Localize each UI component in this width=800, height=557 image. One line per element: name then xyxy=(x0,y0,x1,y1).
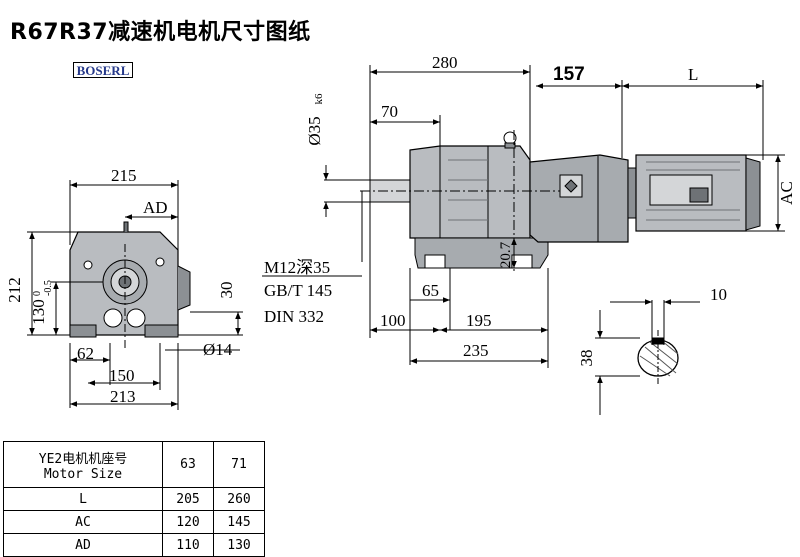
dim-157: 157 xyxy=(553,64,585,85)
header-en: Motor Size xyxy=(43,466,123,482)
motor-size-table: YE2电机机座号 Motor Size 63 71 L 205 260 AC 1… xyxy=(3,441,265,557)
note-gbt145: GB/T 145 xyxy=(264,281,332,300)
dim-130-tol-lower: -0.5 xyxy=(43,280,54,296)
row-label: AC xyxy=(3,510,163,534)
dim-150: 150 xyxy=(109,366,135,385)
dim-100: 100 xyxy=(380,311,406,330)
dim-d14: Ø14 xyxy=(203,340,233,359)
technical-drawing: 215 AD 212 130 0 -0.5 30 Ø14 62 150 213 xyxy=(5,53,796,415)
dim-ad-front: AD xyxy=(143,198,168,217)
dim-k6: k6 xyxy=(313,93,325,105)
dim-130-tol-upper: 0 xyxy=(32,291,43,296)
size-71: 71 xyxy=(213,441,265,488)
row-value: 205 xyxy=(162,487,214,511)
front-view xyxy=(27,180,243,410)
table-row: AC 120 145 xyxy=(3,510,265,534)
table-header-cell: YE2电机机座号 Motor Size xyxy=(3,441,163,488)
dim-70: 70 xyxy=(381,102,398,121)
row-value: 110 xyxy=(162,533,214,557)
row-value: 260 xyxy=(213,487,265,511)
drawing-title: R67R37减速机电机尺寸图纸 xyxy=(10,20,311,45)
row-value: 145 xyxy=(213,510,265,534)
note-m12: M12深35 xyxy=(264,258,330,277)
brand-logo: BOSERL xyxy=(73,62,133,78)
dim-38: 38 xyxy=(577,350,596,367)
dim-d35: Ø35 xyxy=(305,116,324,145)
dim-215: 215 xyxy=(111,166,137,185)
row-value: 130 xyxy=(213,533,265,557)
row-label: L xyxy=(3,487,163,511)
dim-l: L xyxy=(688,65,698,84)
dim-20-7: 20.7 xyxy=(498,241,514,268)
note-din332: DIN 332 xyxy=(264,307,324,326)
size-63: 63 xyxy=(162,441,214,488)
dim-130: 130 xyxy=(29,299,48,325)
dim-195: 195 xyxy=(466,311,492,330)
shaft-section xyxy=(595,299,700,415)
dim-65: 65 xyxy=(422,281,439,300)
dim-30: 30 xyxy=(217,282,236,299)
dim-212: 212 xyxy=(5,277,24,303)
table-row: AD 110 130 xyxy=(3,533,265,557)
header-cn: YE2电机机座号 xyxy=(38,451,128,467)
dim-62: 62 xyxy=(77,344,94,363)
row-value: 120 xyxy=(162,510,214,534)
dim-10: 10 xyxy=(710,285,727,304)
table-row: L 205 260 xyxy=(3,487,265,511)
dim-ac-side: AC xyxy=(777,181,796,205)
row-label: AD xyxy=(3,533,163,557)
dim-235: 235 xyxy=(463,341,489,360)
dim-213: 213 xyxy=(110,387,136,406)
dim-280: 280 xyxy=(432,53,458,72)
side-view xyxy=(262,65,785,368)
